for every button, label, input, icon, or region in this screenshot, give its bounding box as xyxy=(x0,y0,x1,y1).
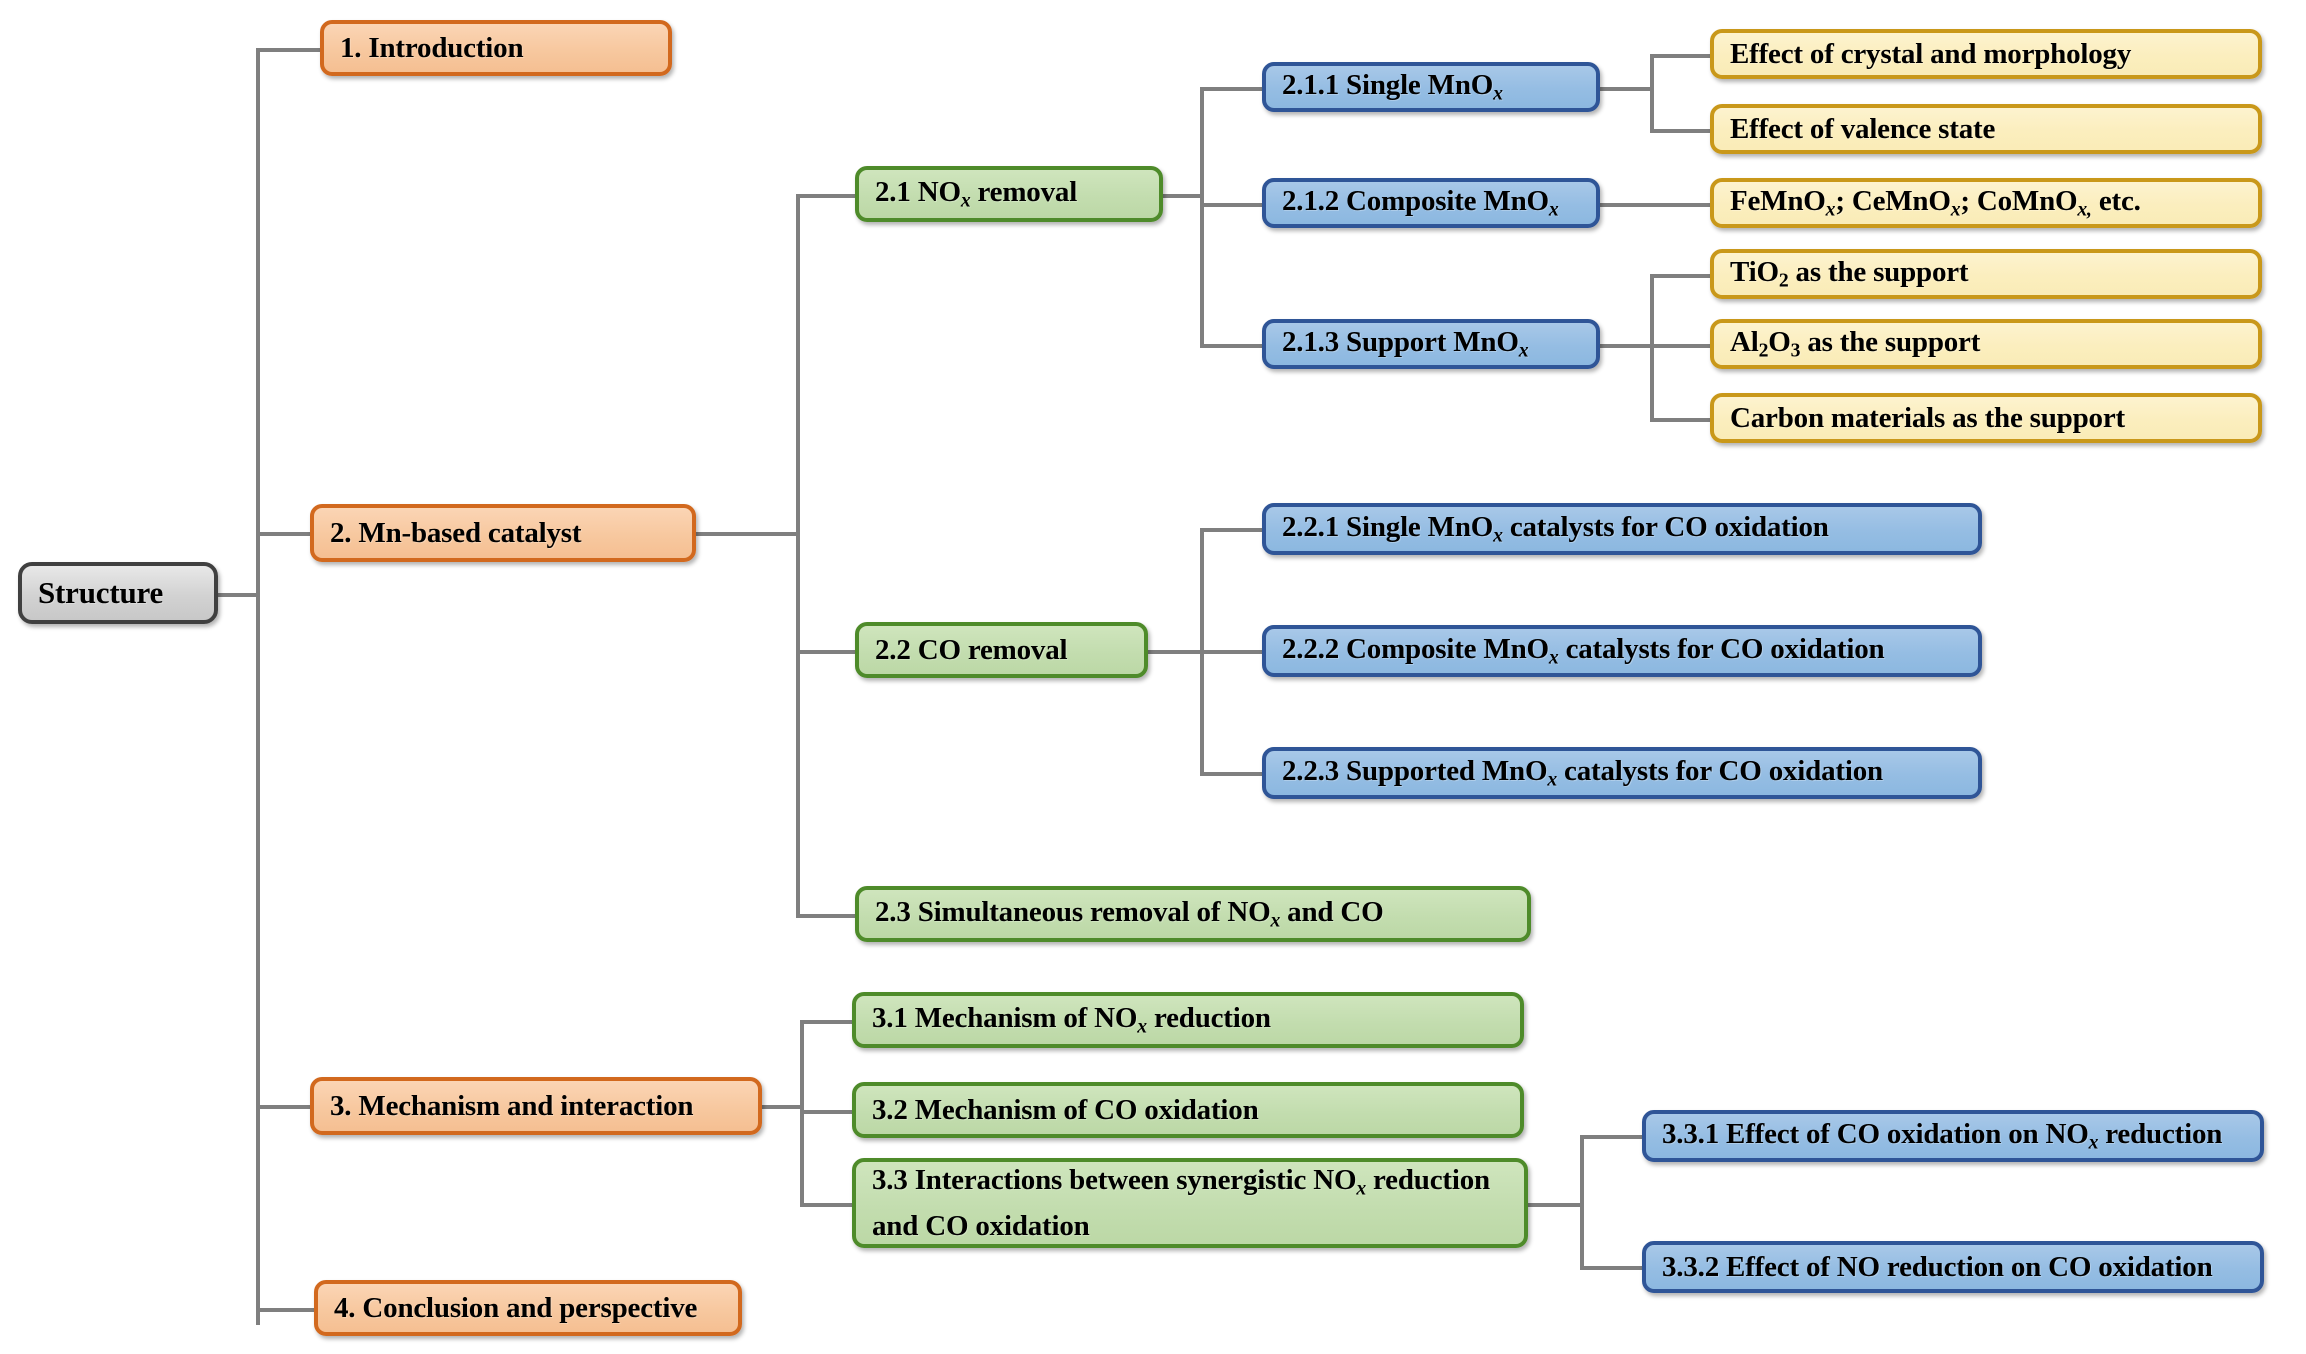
node-label: TiO2 as the support xyxy=(1730,256,1969,292)
node-label: 2.2.1 Single MnOx catalysts for CO oxida… xyxy=(1282,511,1829,547)
connector-to-n222 xyxy=(1200,650,1262,654)
node-label: 3.3.1 Effect of CO oxidation on NOx redu… xyxy=(1662,1118,2223,1154)
connector-to-n22 xyxy=(796,650,858,654)
connector-to-n213b xyxy=(1650,344,1712,348)
connector-to-n211 xyxy=(1200,87,1262,91)
connector-trunk-n21-children xyxy=(1200,87,1204,348)
node-3-mechanism-and-interaction[interactable]: 3. Mechanism and interaction xyxy=(310,1077,762,1135)
connector-n211-out xyxy=(1596,87,1654,91)
connector-to-n332 xyxy=(1580,1266,1642,1270)
node-tio2-as-the-support[interactable]: TiO2 as the support xyxy=(1710,249,2262,299)
node-effect-of-crystal-and-morphology[interactable]: Effect of crystal and morphology xyxy=(1710,29,2262,79)
node-1-introduction[interactable]: 1. Introduction xyxy=(320,20,672,76)
node-2-2-1-single-mnox-co-oxidation[interactable]: 2.2.1 Single MnOx catalysts for CO oxida… xyxy=(1262,503,1982,555)
connector-to-n221 xyxy=(1200,528,1262,532)
node-2-2-co-removal[interactable]: 2.2 CO removal xyxy=(855,622,1148,678)
node-3-3-2-effect-no-reduction-on-co[interactable]: 3.3.2 Effect of NO reduction on CO oxida… xyxy=(1642,1241,2264,1293)
node-label: 3.3.2 Effect of NO reduction on CO oxida… xyxy=(1662,1250,2213,1283)
node-label: 3.2 Mechanism of CO oxidation xyxy=(872,1093,1259,1126)
connector-to-n213c xyxy=(1650,418,1712,422)
connector-to-n331 xyxy=(1580,1135,1642,1139)
node-label: 2.1.2 Composite MnOx xyxy=(1282,185,1559,221)
connector-n33-out xyxy=(1528,1203,1584,1207)
connector-to-n33 xyxy=(800,1203,854,1207)
node-label: Carbon materials as the support xyxy=(1730,401,2125,434)
node-femnox-cemnox-comnox[interactable]: FeMnOx; CeMnOx; CoMnOx, etc. xyxy=(1710,178,2262,228)
node-3-3-1-effect-co-oxidation-on-nox[interactable]: 3.3.1 Effect of CO oxidation on NOx redu… xyxy=(1642,1110,2264,1162)
connector-n3-out xyxy=(762,1105,804,1109)
node-3-1-mechanism-nox-reduction[interactable]: 3.1 Mechanism of NOx reduction xyxy=(852,992,1524,1048)
node-label: 1. Introduction xyxy=(340,31,524,64)
node-2-2-2-composite-mnox-co-oxidation[interactable]: 2.2.2 Composite MnOx catalysts for CO ox… xyxy=(1262,625,1982,677)
node-label: Effect of valence state xyxy=(1730,112,1996,145)
node-label: 2.1.1 Single MnOx xyxy=(1282,69,1503,105)
node-label: 2.1 NOx removal xyxy=(875,176,1078,212)
connector-root-to-trunk xyxy=(216,593,260,597)
connector-to-n32 xyxy=(800,1110,854,1114)
node-label: 2. Mn-based catalyst xyxy=(330,516,582,549)
node-3-3-interactions-synergistic[interactable]: 3.3 Interactions between synergistic NOx… xyxy=(852,1158,1528,1248)
node-label: 3.3 Interactions between synergistic NOx… xyxy=(872,1163,1490,1242)
connector-trunk-to-n2 xyxy=(256,532,314,536)
connector-trunk-to-n1 xyxy=(256,48,324,52)
node-label: Structure xyxy=(38,574,164,610)
connector-trunk-main xyxy=(256,50,260,1325)
connector-to-n21 xyxy=(796,194,858,198)
node-label: 2.3 Simultaneous removal of NOx and CO xyxy=(875,896,1384,932)
connector-n2-out xyxy=(694,532,800,536)
connector-trunk-n33-children xyxy=(1580,1135,1584,1270)
connector-trunk-n2-children xyxy=(796,194,800,916)
node-al2o3-as-the-support[interactable]: Al2O3 as the support xyxy=(1710,319,2262,369)
connector-to-n223 xyxy=(1200,772,1262,776)
connector-n21-out xyxy=(1160,194,1204,198)
node-2-3-simultaneous-removal[interactable]: 2.3 Simultaneous removal of NOx and CO xyxy=(855,886,1531,942)
connector-n212-out xyxy=(1596,203,1712,207)
node-root-structure[interactable]: Structure xyxy=(18,562,218,624)
node-carbon-materials-as-the-support[interactable]: Carbon materials as the support xyxy=(1710,393,2262,443)
node-effect-of-valence-state[interactable]: Effect of valence state xyxy=(1710,104,2262,154)
node-label: 2.2.2 Composite MnOx catalysts for CO ox… xyxy=(1282,633,1885,669)
connector-to-n211b xyxy=(1650,129,1712,133)
connector-n22-out xyxy=(1148,650,1204,654)
connector-to-n212 xyxy=(1200,203,1262,207)
node-2-2-3-supported-mnox-co-oxidation[interactable]: 2.2.3 Supported MnOx catalysts for CO ox… xyxy=(1262,747,1982,799)
connector-trunk-to-n4 xyxy=(256,1308,314,1312)
node-label: FeMnOx; CeMnOx; CoMnOx, etc. xyxy=(1730,185,2141,221)
connector-to-n31 xyxy=(800,1020,854,1024)
connector-trunk-n211-children xyxy=(1650,54,1654,133)
node-label: Effect of crystal and morphology xyxy=(1730,37,2132,70)
node-label: Al2O3 as the support xyxy=(1730,326,1981,362)
node-label: 3. Mechanism and interaction xyxy=(330,1089,694,1122)
connector-to-n213 xyxy=(1200,344,1262,348)
node-label: 2.2 CO removal xyxy=(875,633,1068,666)
connector-trunk-n213-children xyxy=(1650,274,1654,422)
node-2-1-2-composite-mnox[interactable]: 2.1.2 Composite MnOx xyxy=(1262,178,1600,228)
node-2-mn-based-catalyst[interactable]: 2. Mn-based catalyst xyxy=(310,504,696,562)
node-label: 4. Conclusion and perspective xyxy=(334,1291,698,1324)
node-3-2-mechanism-co-oxidation[interactable]: 3.2 Mechanism of CO oxidation xyxy=(852,1082,1524,1138)
node-label: 3.1 Mechanism of NOx reduction xyxy=(872,1002,1271,1038)
node-label: 2.1.3 Support MnOx xyxy=(1282,326,1529,362)
connector-to-n23 xyxy=(796,914,858,918)
node-2-1-nox-removal[interactable]: 2.1 NOx removal xyxy=(855,166,1163,222)
connector-to-n213a xyxy=(1650,274,1712,278)
connector-trunk-to-n3 xyxy=(256,1105,314,1109)
node-label: 2.2.3 Supported MnOx catalysts for CO ox… xyxy=(1282,755,1883,791)
node-2-1-1-single-mnox[interactable]: 2.1.1 Single MnOx xyxy=(1262,62,1600,112)
node-4-conclusion-and-perspective[interactable]: 4. Conclusion and perspective xyxy=(314,1280,742,1336)
connector-to-n211a xyxy=(1650,54,1712,58)
connector-n213-out xyxy=(1596,344,1654,348)
node-2-1-3-support-mnox[interactable]: 2.1.3 Support MnOx xyxy=(1262,319,1600,369)
